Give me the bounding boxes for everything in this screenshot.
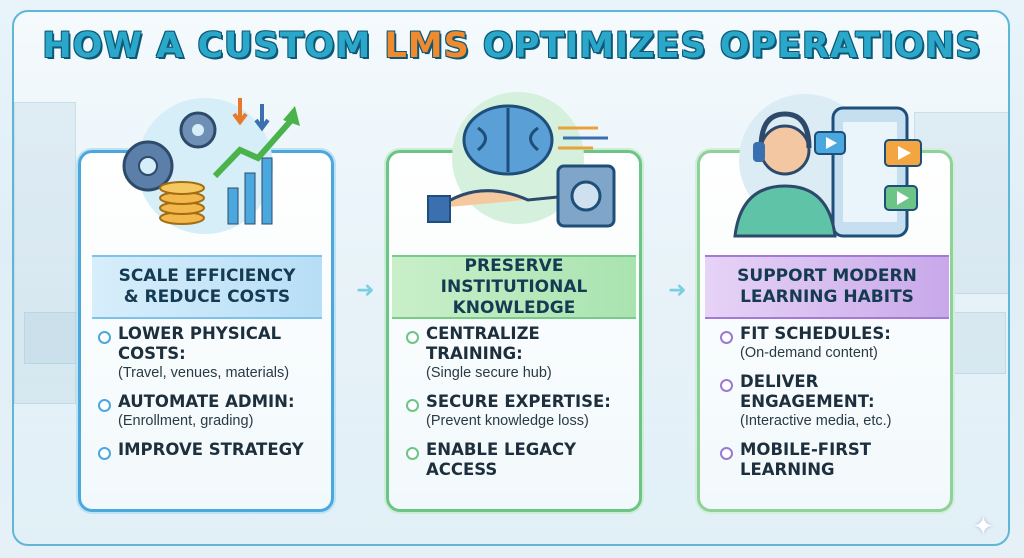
bullet-icon xyxy=(720,331,733,344)
arrow-right-icon: ➜ xyxy=(356,278,375,303)
sparkle-icon: ✦ xyxy=(972,512,994,542)
brain-hand-vault-icon xyxy=(427,92,616,228)
card-items-scale-efficiency: LOWER PHYSICAL COSTS: (Travel, venues, m… xyxy=(96,324,336,470)
background-window xyxy=(14,102,76,404)
list-item: FIT SCHEDULES: (On-demand content) xyxy=(718,324,954,362)
list-item: LOWER PHYSICAL COSTS: (Travel, venues, m… xyxy=(96,324,336,382)
learner-headphones-mobile-icon xyxy=(733,94,922,238)
card-items-preserve-knowledge: CENTRALIZE TRAINING: (Single secure hub)… xyxy=(404,324,640,490)
page-title: HOW A CUSTOM LMS OPTIMIZES OPERATIONS xyxy=(42,26,982,66)
bullet-icon xyxy=(98,331,111,344)
list-item: AUTOMATE ADMIN: (Enrollment, grading) xyxy=(96,392,336,430)
list-item: MOBILE-FIRST LEARNING xyxy=(718,440,954,480)
bullet-icon xyxy=(406,331,419,344)
gears-coins-growth-chart-icon xyxy=(122,98,300,234)
bullet-icon xyxy=(720,379,733,392)
arrow-right-icon: ➜ xyxy=(668,278,687,303)
card-heading-scale-efficiency: SCALE EFFICIENCY& REDUCE COSTS xyxy=(92,255,322,319)
list-item: DELIVER ENGAGEMENT: (Interactive media, … xyxy=(718,372,954,430)
list-item: CENTRALIZE TRAINING: (Single secure hub) xyxy=(404,324,640,382)
bullet-icon xyxy=(98,447,111,460)
list-item: IMPROVE STRATEGY xyxy=(96,440,336,460)
bullet-icon xyxy=(406,447,419,460)
list-item: ENABLE LEGACY ACCESS xyxy=(404,440,640,480)
bullet-icon xyxy=(98,399,111,412)
bullet-icon xyxy=(406,399,419,412)
background-monitor xyxy=(24,312,81,364)
title-highlight: LMS xyxy=(384,26,470,66)
list-item: SECURE EXPERTISE: (Prevent knowledge los… xyxy=(404,392,640,430)
bullet-icon xyxy=(720,447,733,460)
card-items-modern-learning: FIT SCHEDULES: (On-demand content) DELIV… xyxy=(718,324,954,490)
